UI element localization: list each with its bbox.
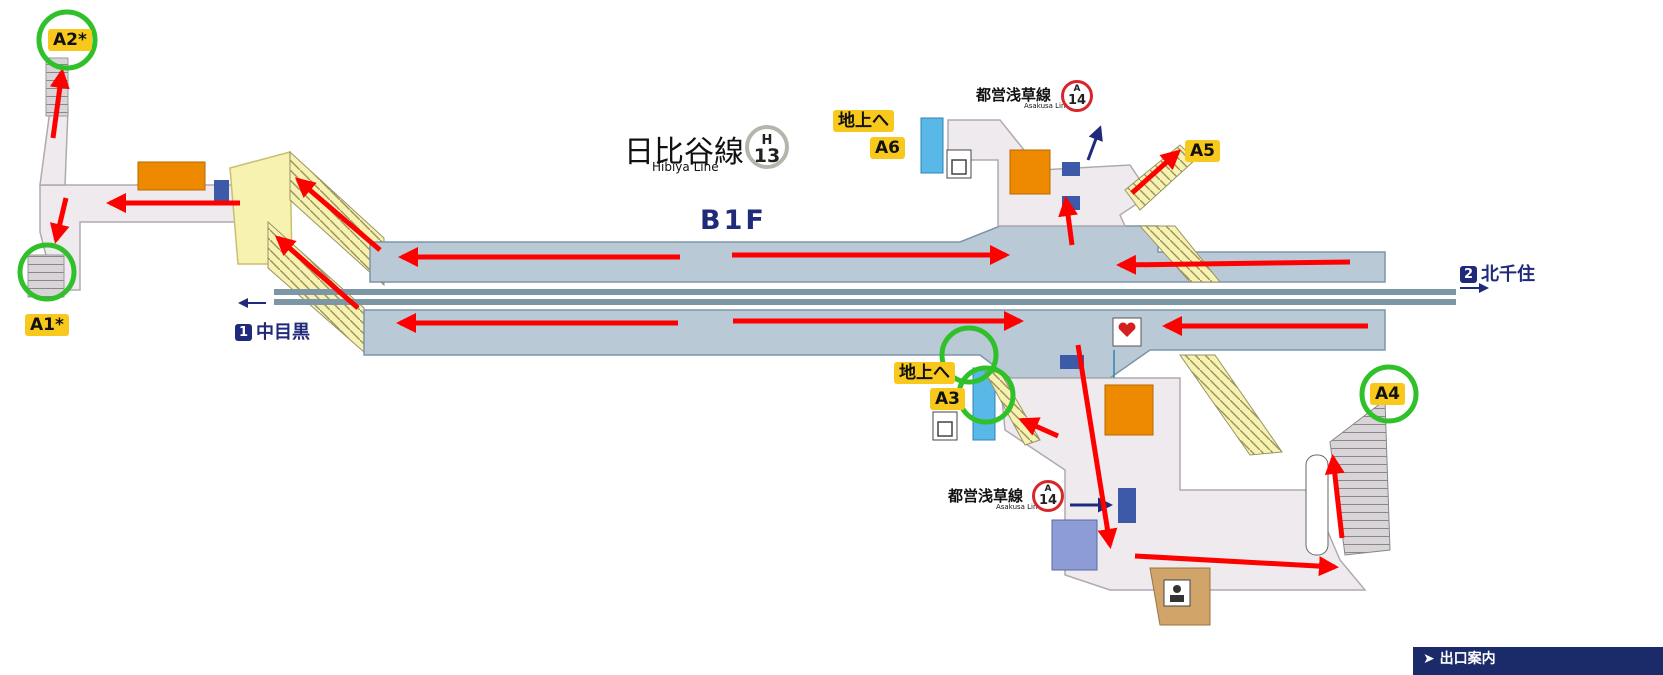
- exit-guide-button[interactable]: ➤ 出口案内: [1413, 647, 1663, 675]
- fare-gates-upper-a: [1062, 162, 1080, 176]
- ticket-office-upper: [1009, 149, 1051, 195]
- hibiya-symbol: H: [761, 133, 773, 148]
- direction-left-number: 1: [235, 324, 252, 341]
- route-arrow-stairs-2: [274, 235, 360, 310]
- floor-label: B1F: [700, 205, 767, 236]
- room-lower: [1051, 519, 1098, 571]
- asakusa-number-lower: 14: [1038, 493, 1058, 508]
- exit-guide-label: 出口案内: [1439, 651, 1496, 667]
- highlight-a4: [1359, 364, 1419, 424]
- route-arrow-to-a2: [49, 68, 70, 139]
- exit-label-a1[interactable]: A1*: [25, 314, 69, 336]
- route-arrow-bottom: [1134, 553, 1339, 577]
- exit-label-a5[interactable]: A5: [1185, 140, 1220, 162]
- asakusa-badge-lower: A 14: [1032, 480, 1064, 512]
- direction-right-number: 2: [1460, 266, 1477, 283]
- asakusa-badge-upper: A 14: [1061, 80, 1093, 112]
- route-arrow-to-a5: [1130, 149, 1181, 195]
- highlight-a3-top: [939, 325, 999, 385]
- asakusa-name-upper: 都営浅草線: [976, 86, 1052, 104]
- route-arrow-down: [1075, 344, 1118, 549]
- asakusa-name-en-lower: Asakusa Line: [996, 503, 1042, 511]
- ticket-office-lower: [1104, 384, 1154, 436]
- highlights: [17, 9, 1419, 425]
- direction-right-label: 北千住: [1481, 264, 1535, 285]
- hibiya-line-badge: H 13: [745, 125, 789, 169]
- route-arrow-to-upper-gates: [1058, 196, 1079, 246]
- exit-label-a4[interactable]: A4: [1370, 383, 1405, 405]
- line-name-en: Hibiya Line: [652, 160, 719, 174]
- asakusa-name-en-upper: Asakusa Line: [1024, 102, 1070, 110]
- route-arrow-to-a3: [1018, 417, 1060, 439]
- stairs-lower-connector: [1179, 354, 1283, 456]
- route-arrow-to-a1: [49, 197, 70, 244]
- fare-gates-left: [214, 180, 229, 205]
- transfer-arrow-upper: [1086, 125, 1103, 161]
- direction-left-label: 中目黒: [256, 322, 310, 343]
- fare-gates-asakusa: [1118, 488, 1136, 523]
- asakusa-name-lower: 都営浅草線: [948, 487, 1024, 505]
- highlight-a2: [36, 9, 98, 71]
- arrow-circle-icon: ➤: [1423, 651, 1435, 667]
- stairs-a1: [27, 254, 65, 298]
- to-ground-a3: 地上へ: [894, 362, 955, 384]
- route-arrow-to-a4: [1324, 454, 1345, 539]
- route-arrow-upper-right: [1116, 254, 1351, 275]
- highlight-a1: [17, 242, 77, 302]
- escalator-a4: [1305, 454, 1329, 556]
- asakusa-symbol-upper: A: [1073, 84, 1081, 94]
- route-arrow-stairs-1: [294, 177, 382, 252]
- ticket-gate-left: [137, 161, 206, 191]
- route-arrows: [49, 68, 1368, 577]
- asakusa-symbol-lower: A: [1044, 484, 1052, 494]
- exit-label-a6[interactable]: A6: [870, 137, 905, 159]
- exit-label-a2[interactable]: A2*: [48, 29, 92, 51]
- to-ground-a6: 地上へ: [833, 110, 894, 132]
- hibiya-number: 13: [753, 145, 781, 167]
- line-name: 日比谷線: [624, 135, 744, 170]
- elevator-a6: [920, 117, 944, 174]
- exit-label-a3[interactable]: A3: [930, 388, 965, 410]
- asakusa-number-upper: 14: [1067, 93, 1087, 108]
